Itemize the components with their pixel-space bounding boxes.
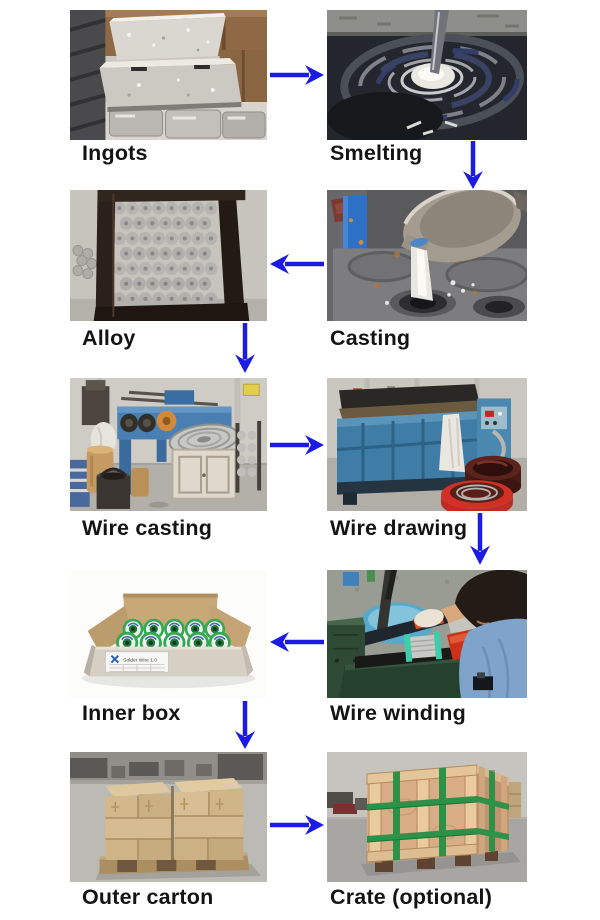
step-label-outer-carton: Outer carton [82,885,214,909]
arrow-outer-carton-to-crate [269,811,325,839]
photo-wire-drawing [327,378,527,511]
step-label-casting: Casting [330,326,411,350]
step-label-wire-drawing: Wire drawing [330,516,468,540]
step-label-alloy: Alloy [82,326,136,350]
step-label-wire-winding: Wire winding [330,701,466,725]
photo-casting [327,190,527,321]
photo-inner-box: Solder Wire 1.0 [70,570,267,698]
step-label-inner-box: Inner box [82,701,181,725]
wire-drawing-illustration [327,378,527,511]
photo-crate [327,752,527,882]
photo-alloy [70,190,267,321]
smelting-illustration [327,10,527,140]
arrow-wire-drawing-to-wire-winding [466,512,494,566]
step-label-smelting: Smelting [330,141,423,165]
arrow-alloy-to-wire-casting [231,322,259,374]
photo-wire-winding [327,570,527,698]
outer-carton-illustration [70,752,267,882]
photo-ingots [70,10,267,140]
casting-illustration [327,190,527,321]
arrow-casting-to-alloy [269,250,325,278]
arrow-wire-casting-to-wire-drawing [269,431,325,459]
step-label-wire-casting: Wire casting [82,516,213,540]
step-label-crate: Crate (optional) [330,885,493,909]
photo-outer-carton [70,752,267,882]
photo-wire-casting [70,378,267,511]
photo-smelting [327,10,527,140]
inner-box-illustration: Solder Wire 1.0 [70,570,267,698]
arrow-inner-box-to-outer-carton [231,700,259,750]
wire-casting-illustration [70,378,267,511]
wire-winding-illustration [327,570,527,698]
inner-box-label-text: Solder Wire 1.0 [123,658,157,664]
crate-illustration [327,752,527,882]
arrow-smelting-to-casting [459,140,487,190]
ingots-illustration [70,10,267,140]
arrow-wire-winding-to-inner-box [269,628,325,656]
alloy-illustration [70,190,267,321]
step-label-ingots: Ingots [82,141,148,165]
arrow-ingots-to-smelting [269,61,325,89]
